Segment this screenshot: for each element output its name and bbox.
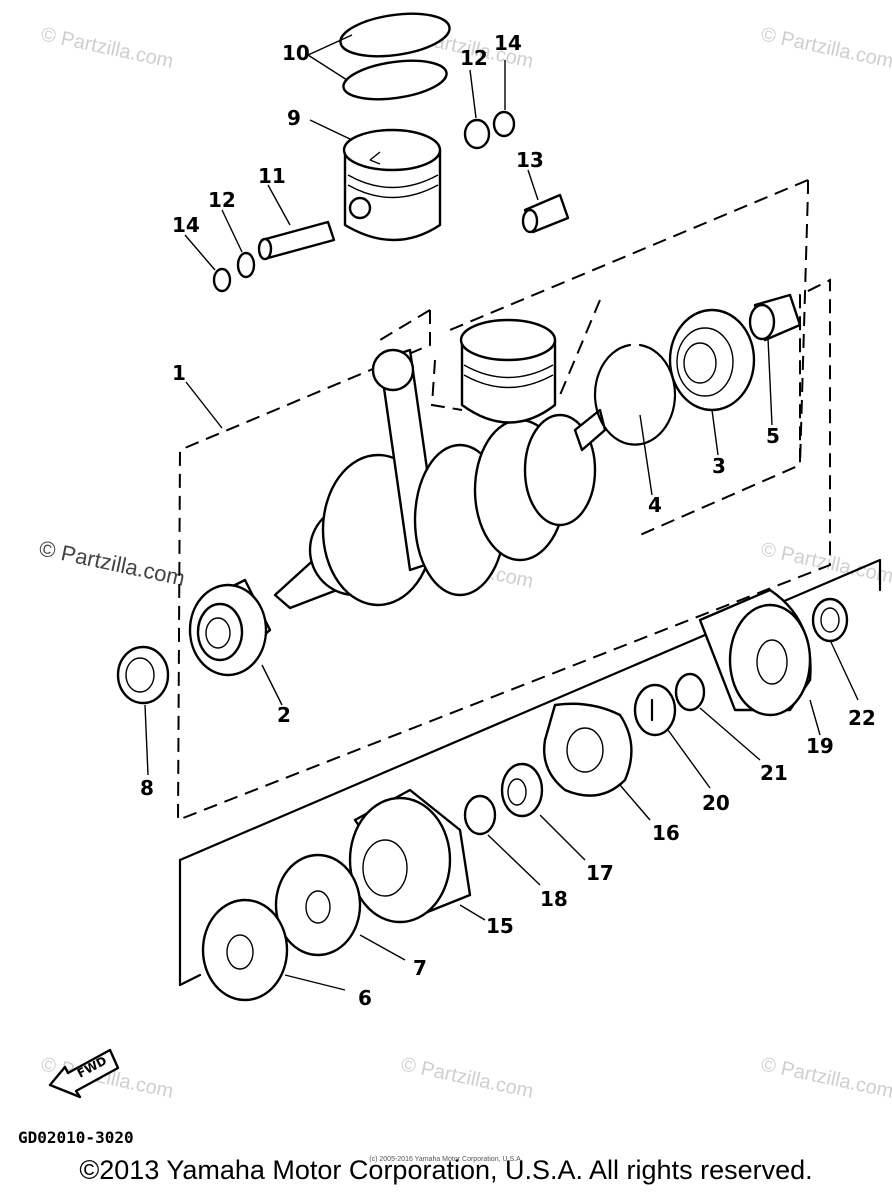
bearing <box>668 308 756 412</box>
damper <box>543 702 633 797</box>
watermark: © Partzilla.com <box>399 1053 535 1103</box>
oil-seal <box>116 645 170 705</box>
coupling <box>698 588 812 717</box>
piston-rings <box>339 12 451 101</box>
figure-code: GD02010-3020 <box>18 1128 134 1147</box>
callout-14-left: 14 <box>172 213 200 237</box>
piston-pin <box>257 220 336 261</box>
plug <box>633 683 677 737</box>
o-ring <box>463 794 497 836</box>
callout-18: 18 <box>540 887 568 911</box>
plate <box>201 898 289 1002</box>
circlip <box>212 267 232 293</box>
callout-20: 20 <box>702 791 730 815</box>
spacer <box>500 762 544 818</box>
callout-4: 4 <box>648 493 662 517</box>
callout-15: 15 <box>486 914 514 938</box>
collar <box>748 293 802 342</box>
callout-14-right: 14 <box>494 31 522 55</box>
callout-9: 9 <box>287 106 301 130</box>
callout-1: 1 <box>172 361 186 385</box>
callout-17: 17 <box>586 861 614 885</box>
callout-6: 6 <box>358 986 372 1010</box>
piston <box>342 128 442 242</box>
circlip <box>492 110 516 138</box>
callouts: 1 2 3 4 5 6 7 8 9 10 11 12 12 13 14 14 1… <box>140 31 876 1010</box>
coupling <box>348 788 472 924</box>
callout-2: 2 <box>277 703 291 727</box>
o-ring <box>674 672 706 712</box>
callout-7: 7 <box>413 956 427 980</box>
leader-lines <box>144 34 859 991</box>
washer <box>463 118 491 150</box>
needle-bearing <box>521 193 570 234</box>
callout-21: 21 <box>760 761 788 785</box>
watermark: © Partzilla.com <box>759 1053 892 1103</box>
copyright-text: ©2013 Yamaha Motor Corporation, U.S.A. A… <box>79 1155 813 1185</box>
callout-13: 13 <box>516 148 544 172</box>
callout-19: 19 <box>806 734 834 758</box>
callout-5: 5 <box>766 424 780 448</box>
crankshaft <box>273 318 607 610</box>
circlip <box>593 343 677 446</box>
washer <box>811 597 849 643</box>
callout-8: 8 <box>140 776 154 800</box>
callout-3: 3 <box>712 454 726 478</box>
callout-10: 10 <box>282 41 310 65</box>
watermark: © Partzilla.com <box>39 23 175 73</box>
small-copyright-text: (c) 2005-2016 Yamaha Motor Corporation, … <box>369 1156 523 1163</box>
coupling-assembly-outline <box>178 858 202 987</box>
watermark: © Partzilla.com <box>759 23 892 73</box>
callout-16: 16 <box>652 821 680 845</box>
callout-22: 22 <box>848 706 876 730</box>
plate <box>274 853 362 957</box>
bearing <box>188 578 272 677</box>
washer <box>236 251 256 279</box>
callout-12-left: 12 <box>208 188 236 212</box>
watermark-dark: © Partzilla.com <box>37 535 187 590</box>
assembly-outline <box>176 179 831 822</box>
callout-11: 11 <box>258 164 286 188</box>
callout-12-right: 12 <box>460 46 488 70</box>
